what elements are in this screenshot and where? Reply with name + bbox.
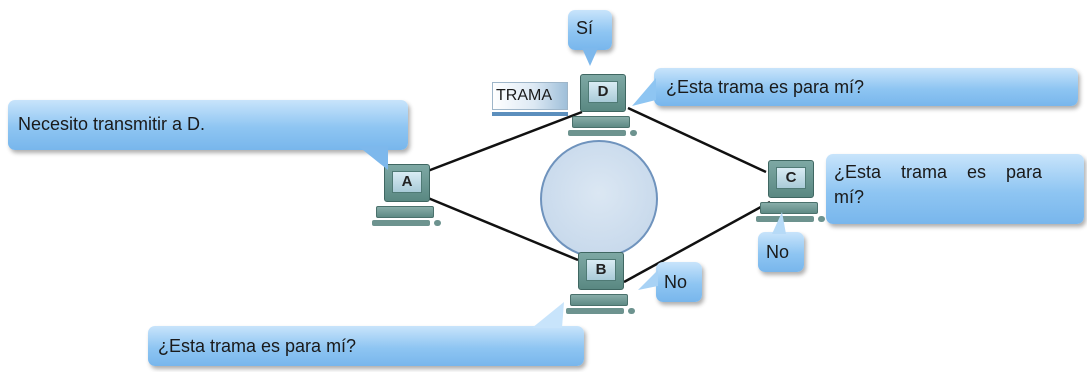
computer-base	[376, 206, 434, 218]
computer-a-icon[interactable]: A	[372, 164, 442, 228]
bubble-tail	[772, 212, 786, 234]
computer-d-icon[interactable]: D	[568, 74, 638, 138]
mouse	[434, 220, 441, 226]
keyboard	[566, 308, 624, 314]
shared-medium-circle	[540, 140, 658, 258]
bubble-d-question: ¿Esta trama es para mí?	[632, 68, 1078, 106]
link-a-d	[424, 110, 583, 174]
mouse	[628, 308, 635, 314]
bubble-tail	[632, 78, 656, 106]
bubble-tail	[358, 146, 388, 170]
node-label-d: D	[588, 81, 618, 103]
bubble-c-question-line1: ¿Esta trama es para	[834, 162, 1043, 182]
frame-bar	[492, 112, 568, 116]
bubble-b-answer-text: No	[664, 272, 688, 292]
frame-label-text: TRAMA	[496, 87, 552, 104]
computer-base	[572, 116, 630, 128]
monitor: D	[580, 74, 626, 112]
link-a-b	[427, 196, 579, 262]
keyboard	[568, 130, 626, 136]
frame-label: TRAMA	[492, 82, 568, 110]
bubble-c-answer-text: No	[766, 242, 790, 262]
link-b-c	[623, 200, 771, 284]
node-label-c: C	[776, 167, 806, 189]
bubble-c-answer: No	[758, 212, 804, 272]
computer-b-icon[interactable]: B	[566, 252, 636, 316]
monitor: A	[384, 164, 430, 202]
bubble-d-answer: Sí	[568, 10, 612, 66]
monitor: C	[768, 160, 814, 198]
bubble-a-message-text: Necesito transmitir a D.	[18, 114, 206, 134]
bubble-b-question: ¿Esta trama es para mí?	[148, 302, 584, 366]
keyboard	[372, 220, 430, 226]
mouse	[630, 130, 637, 136]
computer-base	[760, 202, 818, 214]
monitor: B	[578, 252, 624, 290]
bubble-tail	[638, 270, 658, 290]
bubble-tail	[532, 302, 564, 328]
bubble-c-question: ¿Esta trama es para mí?	[826, 154, 1084, 224]
bubble-c-question-line2: mí?	[834, 187, 865, 208]
bubble-b-answer: No	[638, 262, 702, 302]
node-label-a: A	[392, 171, 422, 193]
bubble-a-message: Necesito transmitir a D.	[8, 100, 408, 170]
bubble-d-question-text: ¿Esta trama es para mí?	[666, 77, 865, 97]
computer-base	[570, 294, 628, 306]
bubble-b-question-text: ¿Esta trama es para mí?	[158, 336, 357, 356]
node-label-b: B	[586, 259, 616, 281]
bubble-d-answer-text: Sí	[576, 18, 594, 38]
bubble-tail	[582, 48, 598, 66]
mouse	[818, 216, 825, 222]
link-d-c	[627, 106, 767, 174]
keyboard	[756, 216, 814, 222]
computer-c-icon[interactable]: C	[756, 160, 826, 224]
